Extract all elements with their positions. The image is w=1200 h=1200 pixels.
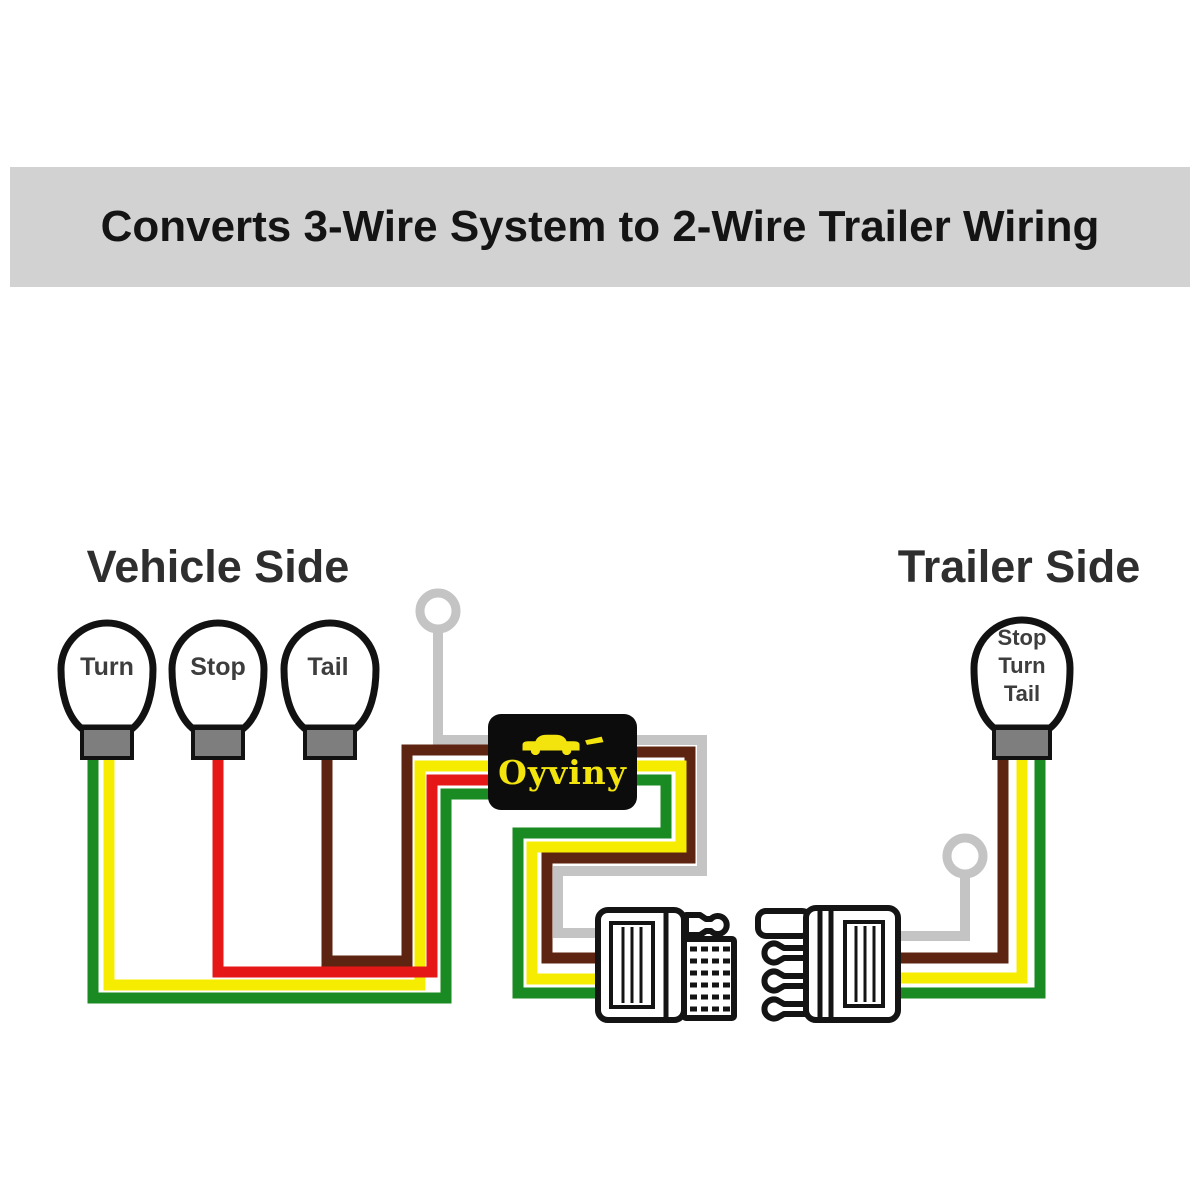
bulb-trailer-base xyxy=(992,726,1052,760)
car-icon xyxy=(522,734,603,756)
bulb-trailer-label-line2: Turn xyxy=(998,653,1046,678)
bulb-stop xyxy=(168,619,268,760)
wire-turn-yellow-vehicle xyxy=(103,756,610,991)
trailer-side-heading: Trailer Side xyxy=(897,541,1141,592)
bulb-turn-label: Turn xyxy=(80,653,134,681)
bulb-trailer-glass xyxy=(970,616,1074,732)
bulb-turn xyxy=(57,619,157,760)
bulb-trailer-label-line1: Stop xyxy=(997,625,1047,650)
wire-ground-trailer xyxy=(896,874,970,941)
connector-female-pin-top xyxy=(755,908,813,939)
wire-yellow-converter-out xyxy=(526,760,687,985)
bulb-trailer-combined xyxy=(970,616,1074,760)
bulb-turn-base xyxy=(80,726,134,760)
connector-male-dots xyxy=(690,946,731,1012)
wire-yellow-trailer xyxy=(896,756,1028,984)
bulb-tail xyxy=(280,619,380,760)
connector-female-4flat xyxy=(755,905,901,1023)
converter-logo: Oyviny xyxy=(488,716,637,808)
connector-female-pin-3 xyxy=(761,996,813,1022)
bulb-tail-label: Tail xyxy=(307,653,349,681)
ring-terminal-trailer xyxy=(942,833,988,879)
wire-green-converter-out xyxy=(512,774,672,999)
bulb-stop-base xyxy=(191,726,245,760)
connector-female-pin-1 xyxy=(761,940,813,966)
bulb-trailer-label: Stop Turn Tail xyxy=(962,624,1082,708)
bulb-tail-glass xyxy=(280,619,380,732)
bulb-turn-glass xyxy=(57,619,157,732)
wire-brown-trailer xyxy=(896,756,1009,964)
wire-brown-converter-out xyxy=(541,746,696,964)
banner: Converts 3-Wire System to 2-Wire Trailer… xyxy=(10,167,1190,287)
wire-tail-brown-vehicle xyxy=(321,744,610,967)
wire-green-trailer xyxy=(896,756,1046,999)
wire-ground-vehicle xyxy=(433,629,707,938)
brand-text: Oyviny xyxy=(498,753,627,792)
banner-title: Converts 3-Wire System to 2-Wire Trailer… xyxy=(100,202,1100,251)
bulb-tail-base xyxy=(303,726,357,760)
bulb-stop-glass xyxy=(168,619,268,732)
vehicle-side-heading: Vehicle Side xyxy=(86,541,350,592)
bulb-trailer-label-line3: Tail xyxy=(1003,681,1041,706)
connector-male-pin xyxy=(683,912,730,938)
ring-terminal-vehicle xyxy=(415,588,461,634)
connector-female-pin-2 xyxy=(761,968,813,994)
connector-male-4flat xyxy=(595,907,737,1023)
bulb-stop-label: Stop xyxy=(190,653,246,681)
